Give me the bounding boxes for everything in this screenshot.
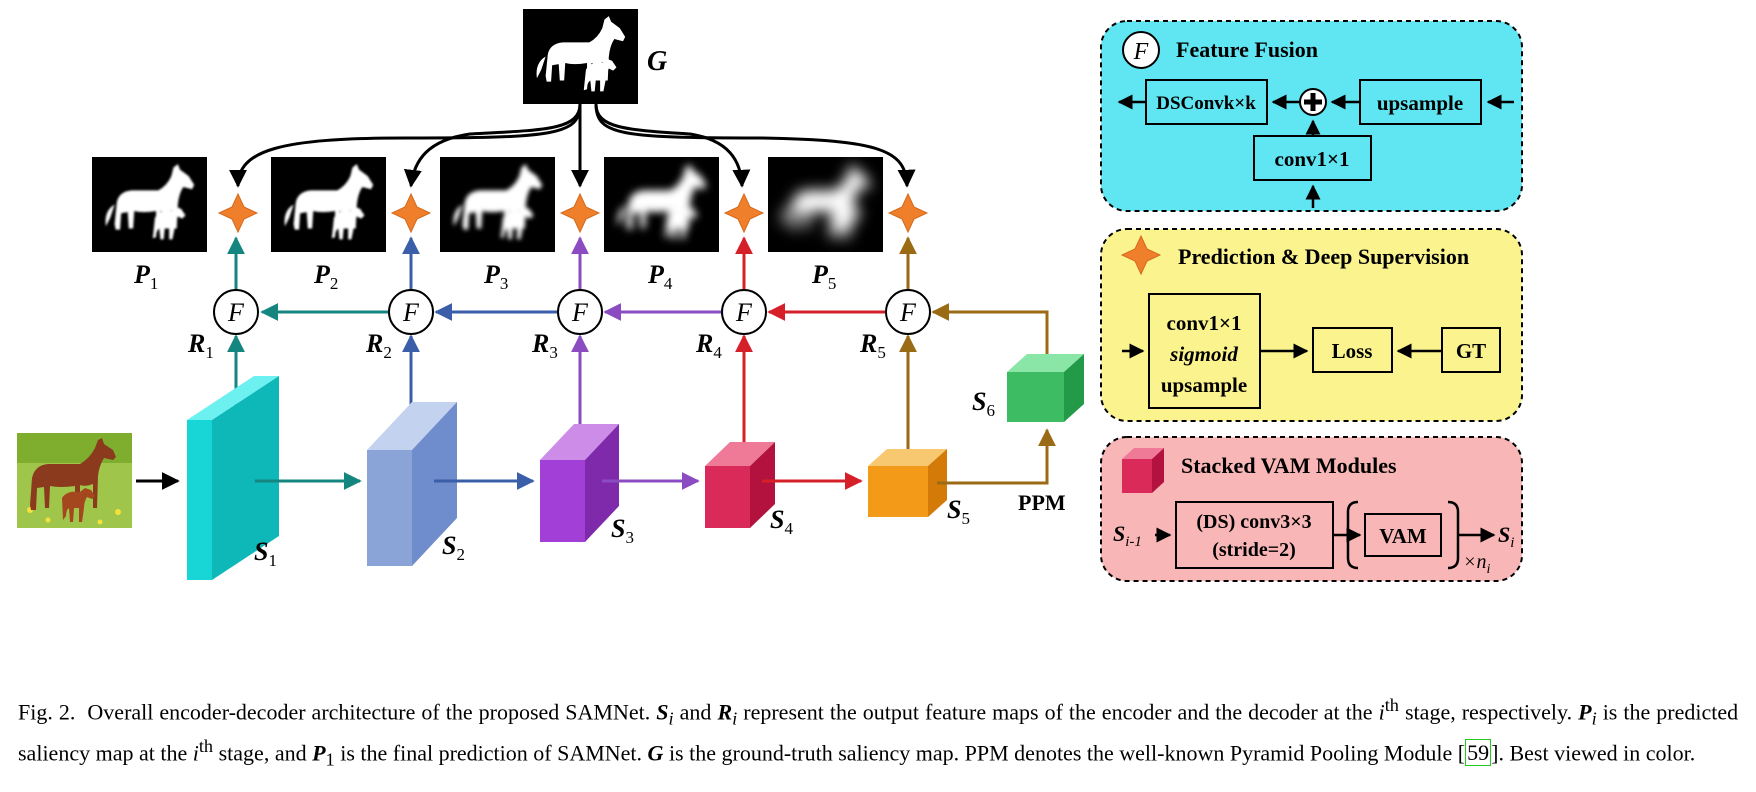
prediction-label-p1: P1 bbox=[133, 260, 158, 293]
fusion-nodes bbox=[213, 289, 931, 335]
decoder-label-r3: R3 bbox=[531, 329, 558, 362]
vam-legend-title: Stacked VAM Modules bbox=[1181, 453, 1397, 478]
caption-text: is the final prediction of SAMNet. bbox=[340, 740, 643, 766]
gt-box-label: GT bbox=[1456, 339, 1486, 363]
ground-truth-image bbox=[523, 9, 638, 104]
ground-truth-arrows bbox=[229, 103, 916, 188]
fusion-symbol: F bbox=[899, 298, 917, 327]
fusion-node-symbols: F F F F F bbox=[227, 298, 917, 327]
decoder-label-r4: R4 bbox=[695, 329, 722, 362]
legend-prediction: Prediction & Deep Supervision conv1×1 si… bbox=[1100, 228, 1523, 422]
star-icon bbox=[217, 192, 259, 234]
encoder-block-s3 bbox=[540, 424, 619, 542]
star-icon bbox=[1120, 234, 1162, 276]
prediction-label-p2: P2 bbox=[313, 260, 338, 293]
caption-text: is the predicted saliency map at the bbox=[18, 699, 1739, 766]
fusion-node-4 bbox=[721, 289, 767, 335]
caption-symbol: G bbox=[647, 740, 664, 766]
pred-sigmoid-label: sigmoid bbox=[1169, 342, 1238, 366]
pred-upsample-label: upsample bbox=[1161, 373, 1247, 397]
prediction-label-p5: P5 bbox=[811, 260, 836, 293]
prediction-label-p4: P4 bbox=[647, 260, 673, 293]
star-icon bbox=[390, 192, 432, 234]
caption-symbol: S bbox=[656, 699, 669, 725]
caption-text: stage, and bbox=[218, 740, 307, 766]
prediction-image-p2 bbox=[271, 157, 386, 252]
vam-stride-label: (stride=2) bbox=[1212, 539, 1296, 561]
fusion-node-2 bbox=[388, 289, 434, 335]
caption-symbol: R bbox=[717, 699, 733, 725]
architecture-diagram: G P1 P2 P3 P4 P5 bbox=[17, 9, 1523, 582]
encoder-label-s2: S2 bbox=[442, 531, 465, 564]
dsconv-box-label: DSConvk×k bbox=[1156, 93, 1256, 114]
encoder-block-s1 bbox=[187, 376, 279, 580]
fusion-symbol: F bbox=[402, 298, 420, 327]
prediction-image-p5 bbox=[768, 157, 883, 252]
legend-feature-fusion: F Feature Fusion DSConvk×k upsample conv… bbox=[1100, 20, 1523, 212]
caption-symbol: P bbox=[1578, 699, 1592, 725]
star-icon bbox=[723, 192, 765, 234]
encoder-label-s3: S3 bbox=[611, 514, 634, 547]
star-icon bbox=[559, 192, 601, 234]
decoder-arrows bbox=[260, 303, 1049, 364]
encoder-label-s4: S4 bbox=[770, 505, 793, 538]
caption-symbol: P bbox=[312, 740, 326, 766]
vam-cube-icon bbox=[1122, 448, 1164, 493]
caption-text: represent the output feature maps of the… bbox=[743, 699, 1373, 725]
caption-text: is the ground-truth saliency map. PPM de… bbox=[668, 740, 1466, 766]
prediction-image-p4 bbox=[604, 157, 719, 252]
input-image bbox=[17, 433, 132, 528]
decoder-label-r2: R2 bbox=[365, 329, 392, 362]
loss-box-label: Loss bbox=[1332, 339, 1373, 363]
legend-vam: Stacked VAM Modules Si-1 (DS) conv3×3 (s… bbox=[1100, 436, 1523, 582]
fusion-symbol: F bbox=[571, 298, 589, 327]
fusion-node-5 bbox=[885, 289, 931, 335]
prediction-image-p1 bbox=[92, 157, 207, 252]
fusion-symbol: F bbox=[227, 298, 245, 327]
upsample-box-label: upsample bbox=[1377, 91, 1463, 115]
fusion-legend-symbol: F bbox=[1133, 39, 1149, 65]
encoder-block-s5 bbox=[868, 449, 947, 517]
fusion-node-1 bbox=[213, 289, 259, 335]
fusion-node-3 bbox=[557, 289, 603, 335]
ground-truth-label: G bbox=[647, 46, 667, 77]
fusion-symbol: F bbox=[735, 298, 753, 327]
encoder-label-s1: S1 bbox=[254, 537, 277, 570]
star-icon bbox=[887, 192, 929, 234]
vam-box-label: VAM bbox=[1379, 524, 1427, 548]
conv-box-label: conv1×1 bbox=[1275, 147, 1350, 171]
caption-text: Overall encoder-decoder architecture of … bbox=[87, 699, 651, 725]
decoder-label-r1: R1 bbox=[187, 329, 214, 362]
decoder-label-r5: R5 bbox=[859, 329, 886, 362]
prediction-stars bbox=[217, 192, 929, 234]
citation-link[interactable]: 59 bbox=[1465, 739, 1492, 767]
encoder-arrows bbox=[255, 428, 1056, 490]
caption-text: stage, respectively. bbox=[1405, 699, 1573, 725]
encoder-label-s5: S5 bbox=[947, 495, 970, 528]
vam-repeat-label: ×ni bbox=[1463, 551, 1491, 577]
encoder-block-s2 bbox=[367, 402, 457, 566]
prediction-image-p3 bbox=[440, 157, 555, 252]
pred-conv-label: conv1×1 bbox=[1167, 311, 1242, 335]
fusion-to-star-arrows bbox=[227, 236, 917, 290]
prediction-label-p3: P3 bbox=[483, 260, 508, 293]
encoder-block-s6 bbox=[1007, 354, 1084, 422]
fusion-legend-icon bbox=[1122, 31, 1160, 69]
prediction-legend-title: Prediction & Deep Supervision bbox=[1178, 244, 1469, 269]
ppm-label: PPM bbox=[1018, 490, 1066, 515]
encoder-label-s6: S6 bbox=[972, 387, 995, 420]
vam-output-label: Si bbox=[1498, 522, 1514, 551]
caption-prefix: Fig. 2. bbox=[18, 699, 76, 725]
vam-input-label: Si-1 bbox=[1113, 521, 1142, 550]
vam-conv-label: (DS) conv3×3 bbox=[1196, 511, 1311, 533]
encoder-block-s4 bbox=[705, 442, 775, 528]
caption-text: ]. Best viewed in color. bbox=[1491, 740, 1696, 766]
figure-caption: Fig. 2. Overall encoder-decoder architec… bbox=[18, 695, 1739, 770]
fusion-legend-title: Feature Fusion bbox=[1176, 37, 1318, 62]
